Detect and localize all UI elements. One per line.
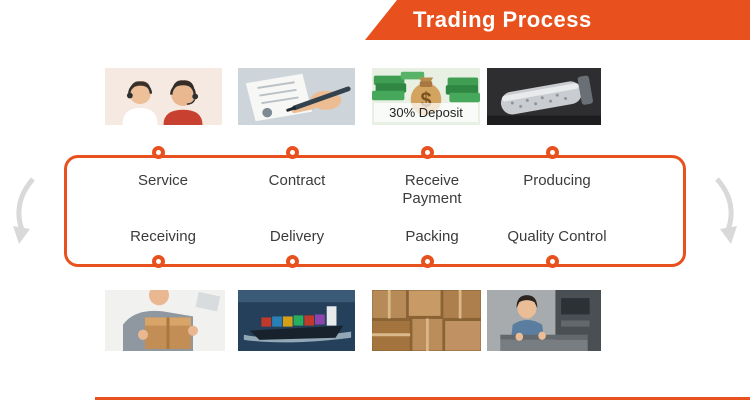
parcel-receiving-photo (105, 290, 225, 351)
dollar-symbol: $ (420, 89, 432, 112)
warehouse-boxes-photo (372, 290, 481, 351)
flow-node-contract (286, 146, 299, 159)
step-label-packing: Packing (405, 228, 459, 245)
step-label-service: Service (137, 172, 189, 189)
customer-service-photo (105, 68, 222, 125)
delivery-illustration (238, 290, 355, 351)
customer-service-illustration (105, 68, 222, 125)
page-title: Trading Process (413, 7, 592, 32)
flow-node-packing (421, 255, 434, 268)
process-flow-border (64, 155, 686, 267)
producing-illustration (487, 68, 601, 125)
deposit-label: 30% Deposit (374, 103, 478, 122)
packing-illustration (372, 290, 481, 351)
step-label-receiving: Receiving (130, 228, 196, 245)
cycle-arrow-right-icon (712, 174, 742, 248)
step-label-producing: Producing (523, 172, 591, 189)
contract-illustration (238, 68, 355, 125)
step-label-quality-control: Quality Control (507, 228, 607, 245)
flow-node-receiving (152, 255, 165, 268)
quality-inspection-photo (487, 290, 601, 351)
title-banner: Trading Process (365, 0, 750, 40)
step-label-contract: Contract (268, 172, 326, 189)
cycle-arrow-left-icon (8, 174, 38, 248)
step-label-receive-payment: Receive Payment (402, 172, 462, 207)
cargo-ship-photo (238, 290, 355, 351)
receiving-illustration (105, 290, 225, 351)
footer-accent-line (95, 397, 750, 400)
flow-node-service (152, 146, 165, 159)
contract-signing-photo (238, 68, 355, 125)
step-label-delivery: Delivery (269, 228, 325, 245)
production-machine-photo (487, 68, 601, 125)
quality-control-illustration (487, 290, 601, 351)
deposit-money-photo: $ 30% Deposit (372, 68, 480, 125)
flow-node-delivery (286, 255, 299, 268)
flow-node-receive-payment (421, 146, 434, 159)
flow-node-producing (546, 146, 559, 159)
flow-node-quality-control (546, 255, 559, 268)
